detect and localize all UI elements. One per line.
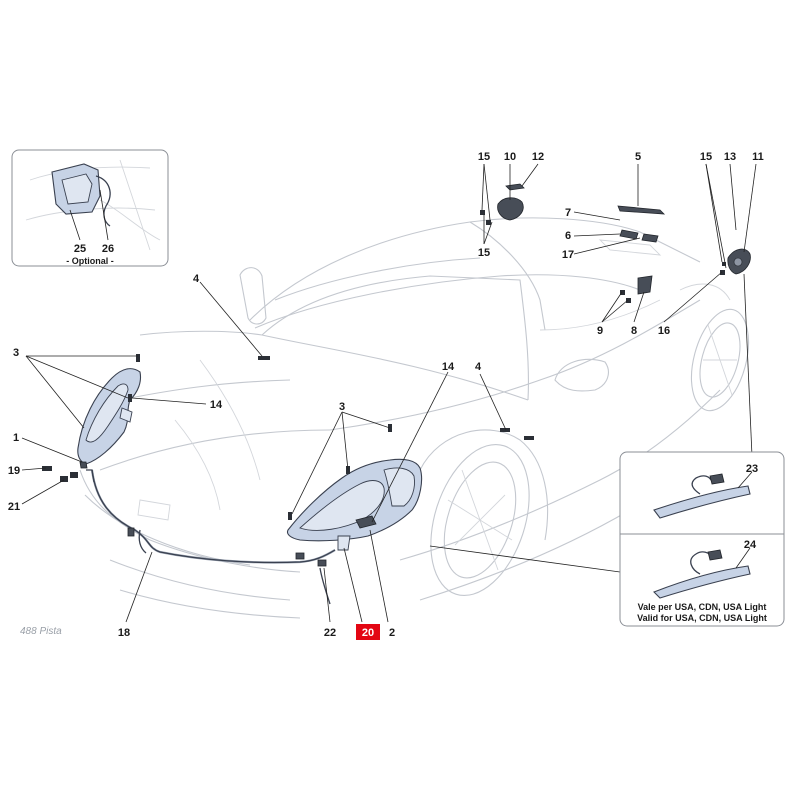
- validity-line2: Valid for USA, CDN, USA Light: [637, 613, 767, 623]
- callout-24: 24: [744, 539, 757, 551]
- callout-2: 2: [389, 627, 395, 639]
- callout-4-left: 4: [193, 273, 200, 285]
- callout-14-right: 14: [442, 361, 455, 373]
- headlight-left: [77, 368, 142, 469]
- callout-17: 17: [562, 249, 574, 261]
- headlight-right: [286, 458, 423, 551]
- validity-line1: Vale per USA, CDN, USA Light: [638, 602, 767, 612]
- side-marker-inset: 23 24 Vale per USA, CDN, USA Light Valid…: [619, 451, 785, 627]
- callout-22: 22: [324, 627, 336, 639]
- callout-20-highlight: 20: [356, 624, 380, 640]
- callout-12: 12: [532, 151, 544, 163]
- optional-inset: 25 26 - Optional -: [11, 149, 169, 267]
- model-logo: 488 Pista: [20, 626, 62, 637]
- lamp-8: [637, 275, 653, 295]
- optional-label: - Optional -: [66, 256, 114, 266]
- callout-25: 25: [74, 243, 86, 255]
- ceiling-light-10: [497, 183, 525, 221]
- callout-9: 9: [597, 325, 603, 337]
- callout-16-right: 16: [658, 325, 670, 337]
- strip-5: [617, 205, 666, 215]
- callout-7: 7: [565, 207, 571, 219]
- callout-15-mid: 15: [478, 247, 490, 259]
- callout-10: 10: [504, 151, 516, 163]
- callout-5: 5: [635, 151, 641, 163]
- callout-11: 11: [752, 151, 764, 163]
- highlight-badge: [356, 624, 380, 640]
- callout-13: 13: [724, 151, 736, 163]
- callout-18: 18: [118, 627, 130, 639]
- car-outline: [79, 217, 750, 619]
- callout-numbers: 1 2 3 3 4 4 5 6 7 8 9 10 11 12 13 14 14 …: [8, 151, 764, 639]
- rear-light-11: [727, 248, 751, 275]
- callout-23: 23: [746, 463, 758, 475]
- callout-4-right: 4: [475, 361, 482, 373]
- wiring-harness-18: [86, 469, 336, 605]
- callout-14-left: 14: [210, 399, 223, 411]
- callout-15-top: 15: [478, 151, 490, 163]
- callout-6: 6: [565, 230, 571, 242]
- callout-26: 26: [102, 243, 114, 255]
- callout-8: 8: [631, 325, 637, 337]
- callout-3-right: 3: [339, 401, 345, 413]
- callout-1: 1: [13, 432, 19, 444]
- callout-19: 19: [8, 465, 20, 477]
- callout-15-right: 15: [700, 151, 712, 163]
- callout-20: 20: [362, 627, 374, 639]
- callout-21: 21: [8, 501, 20, 513]
- callout-3-left: 3: [13, 347, 19, 359]
- leader-lines: [21, 163, 757, 623]
- fasteners: [42, 210, 726, 520]
